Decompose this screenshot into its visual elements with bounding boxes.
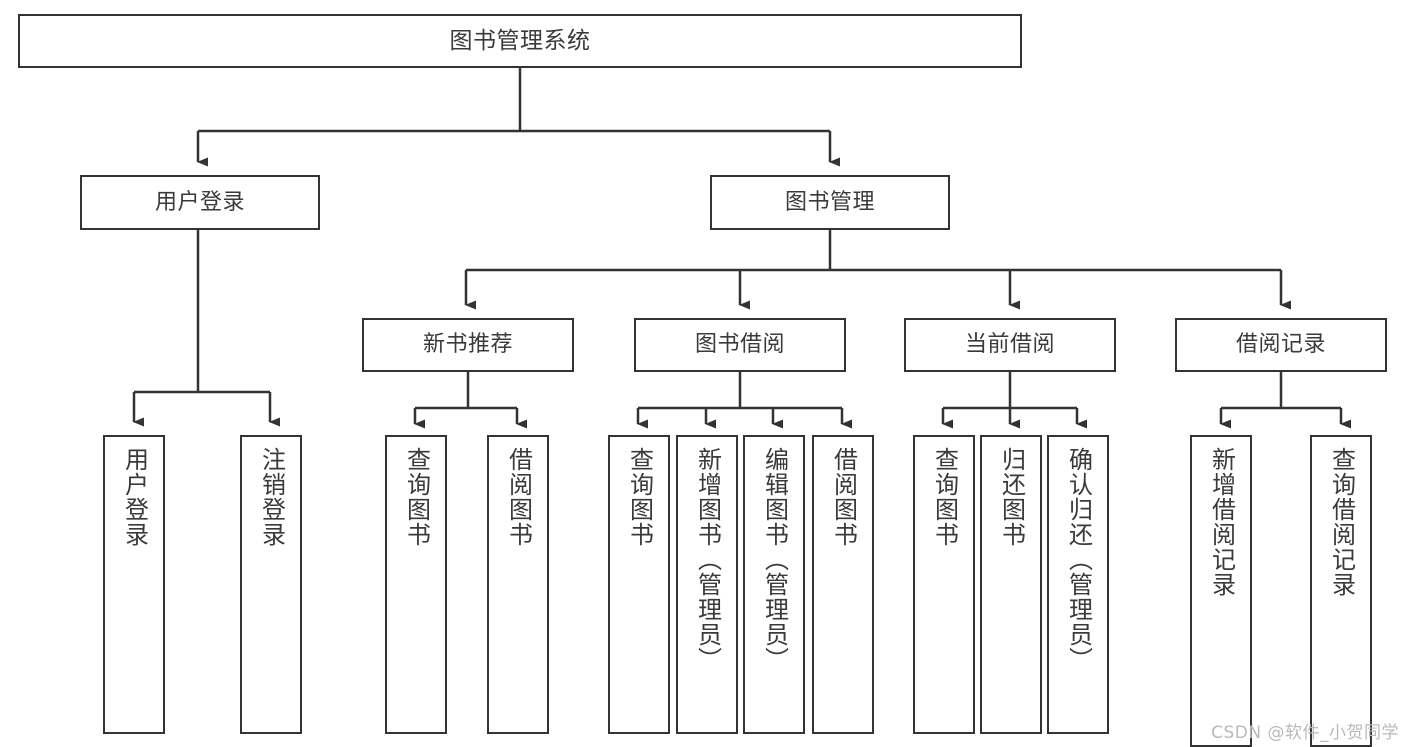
node-root-book-management-system[interactable]: 图书管理系统 bbox=[18, 14, 1022, 68]
node-label: 用户登录 bbox=[120, 447, 149, 547]
leaf-query-books-borrowing[interactable]: 查询图书 bbox=[608, 435, 670, 734]
node-label: 注销登录 bbox=[257, 447, 286, 547]
leaf-user-login[interactable]: 用户登录 bbox=[103, 435, 165, 734]
leaf-borrow-books-recommend[interactable]: 借阅图书 bbox=[487, 435, 549, 734]
leaf-add-book-admin[interactable]: 新增图书（管理员） bbox=[676, 435, 738, 734]
leaf-query-borrow-record[interactable]: 查询借阅记录 bbox=[1310, 435, 1372, 747]
node-label: 查询图书 bbox=[402, 447, 431, 547]
node-label: 借阅记录 bbox=[1235, 332, 1326, 357]
node-label: 查询借阅记录 bbox=[1327, 447, 1356, 597]
leaf-borrow-books-borrowing[interactable]: 借阅图书 bbox=[812, 435, 874, 734]
leaf-confirm-return-admin[interactable]: 确认归还（管理员） bbox=[1047, 435, 1109, 734]
watermark-credit: CSDN @软件_小贺同学 bbox=[1211, 723, 1399, 743]
node-user-login[interactable]: 用户登录 bbox=[80, 175, 320, 230]
node-label: 新增图书（管理员） bbox=[693, 447, 722, 672]
node-label: 新增借阅记录 bbox=[1207, 447, 1236, 597]
node-label: 图书借阅 bbox=[694, 332, 785, 357]
node-label: 确认归还（管理员） bbox=[1064, 447, 1093, 672]
node-label: 图书管理 bbox=[784, 189, 875, 215]
node-label: 图书管理系统 bbox=[449, 27, 591, 54]
node-label: 新书推荐 bbox=[422, 332, 513, 357]
leaf-query-books-current[interactable]: 查询图书 bbox=[913, 435, 975, 734]
leaf-return-books[interactable]: 归还图书 bbox=[980, 435, 1042, 734]
node-new-book-recommendation[interactable]: 新书推荐 bbox=[362, 318, 574, 372]
node-book-management[interactable]: 图书管理 bbox=[710, 175, 950, 230]
node-label: 归还图书 bbox=[997, 447, 1026, 547]
node-borrowing-records[interactable]: 借阅记录 bbox=[1175, 318, 1387, 372]
node-label: 查询图书 bbox=[930, 447, 959, 547]
node-book-borrowing[interactable]: 图书借阅 bbox=[634, 318, 846, 372]
node-label: 借阅图书 bbox=[504, 447, 533, 547]
leaf-edit-book-admin[interactable]: 编辑图书（管理员） bbox=[743, 435, 805, 734]
leaf-add-borrow-record[interactable]: 新增借阅记录 bbox=[1190, 435, 1252, 747]
leaf-logout[interactable]: 注销登录 bbox=[240, 435, 302, 734]
node-label: 编辑图书（管理员） bbox=[760, 447, 789, 672]
leaf-query-books-recommend[interactable]: 查询图书 bbox=[385, 435, 447, 734]
node-current-borrowing[interactable]: 当前借阅 bbox=[904, 318, 1116, 372]
node-label: 借阅图书 bbox=[829, 447, 858, 547]
node-label: 查询图书 bbox=[625, 447, 654, 547]
node-label: 用户登录 bbox=[154, 189, 245, 215]
node-label: 当前借阅 bbox=[964, 332, 1055, 357]
